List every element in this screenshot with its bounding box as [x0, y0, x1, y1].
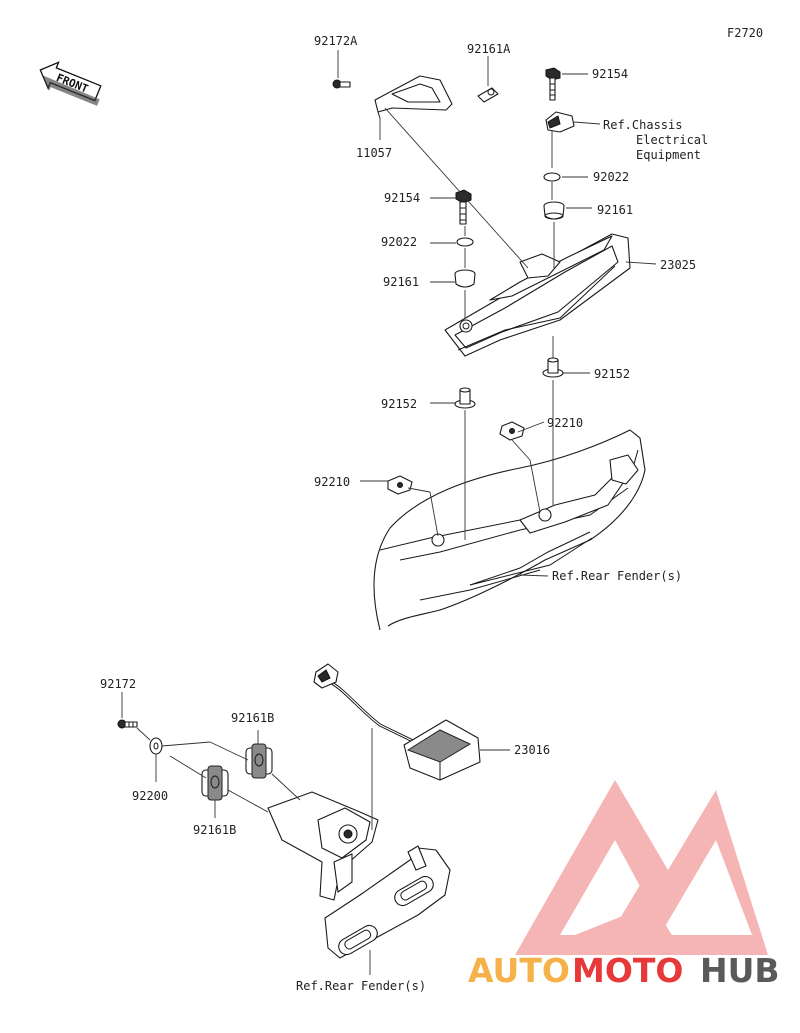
label-92161A: 92161A — [467, 42, 511, 56]
washer-92200 — [149, 737, 163, 755]
rear-fender-bottom — [267, 791, 451, 959]
rear-fender-top — [373, 429, 646, 631]
label-92210-right: 92210 — [547, 416, 583, 430]
bolt-92154-mid — [455, 189, 472, 225]
label-92154-top: 92154 — [592, 67, 628, 81]
label-ref-rear-fender-bottom: Ref.Rear Fender(s) — [296, 979, 426, 993]
label-92154-mid: 92154 — [384, 191, 420, 205]
label-92022-top: 92022 — [593, 170, 629, 184]
screw-92172 — [117, 719, 138, 729]
grommet-92161-top — [543, 201, 565, 220]
watermark-logo — [515, 780, 768, 955]
washer-92022-top — [543, 172, 561, 182]
grommet-92161B-top — [245, 743, 273, 779]
label-92172A: 92172A — [314, 34, 358, 48]
bolt-92154-top — [545, 67, 561, 101]
leader-lines-bottom — [121, 692, 510, 975]
label-23025: 23025 — [660, 258, 696, 272]
label-ref-rear-fender-top: Ref.Rear Fender(s) — [552, 569, 682, 583]
watermark-hub: HUB — [700, 951, 780, 990]
watermark-text: AUTO MOTO HUB — [468, 951, 780, 990]
grommet-92161B-bottom — [201, 765, 229, 801]
label-23016: 23016 — [514, 743, 550, 757]
label-92200: 92200 — [132, 789, 168, 803]
label-92161-mid: 92161 — [383, 275, 419, 289]
watermark-moto: MOTO — [572, 951, 683, 990]
collar-92152-left — [454, 387, 476, 409]
label-92172: 92172 — [100, 677, 136, 691]
label-92022-mid: 92022 — [381, 235, 417, 249]
label-11057: 11057 — [356, 146, 392, 160]
label-92161B-bottom: 92161B — [193, 823, 236, 837]
clip-92161A — [477, 87, 499, 103]
nut-92210-left — [387, 475, 413, 495]
label-ref-chassis-1: Ref.Chassis — [603, 118, 682, 132]
bracket-11057 — [374, 75, 453, 119]
figure-code: F2720 — [727, 26, 763, 40]
collar-92152-right — [542, 357, 564, 378]
label-ref-chassis-3: Equipment — [636, 148, 701, 162]
watermark-auto: AUTO — [468, 951, 570, 990]
nut-92210-right — [499, 421, 525, 441]
label-92161-top: 92161 — [597, 203, 633, 217]
leader-lines-top — [337, 50, 657, 577]
taillight-23025 — [444, 233, 631, 357]
screw-92172A — [332, 79, 351, 89]
washer-92022-mid — [456, 237, 474, 247]
front-arrow-icon: FRONT — [39, 61, 102, 106]
chassis-connector — [545, 111, 575, 133]
label-92161B-top: 92161B — [231, 711, 274, 725]
part-labels: 92172A 92161A 11057 92154 Ref.Chassis El… — [100, 34, 708, 993]
license-light-23016 — [313, 663, 481, 781]
label-92152-right: 92152 — [594, 367, 630, 381]
label-ref-chassis-2: Electrical — [636, 133, 708, 147]
label-92152-left: 92152 — [381, 397, 417, 411]
label-92210-left: 92210 — [314, 475, 350, 489]
grommet-92161-mid — [454, 269, 476, 288]
